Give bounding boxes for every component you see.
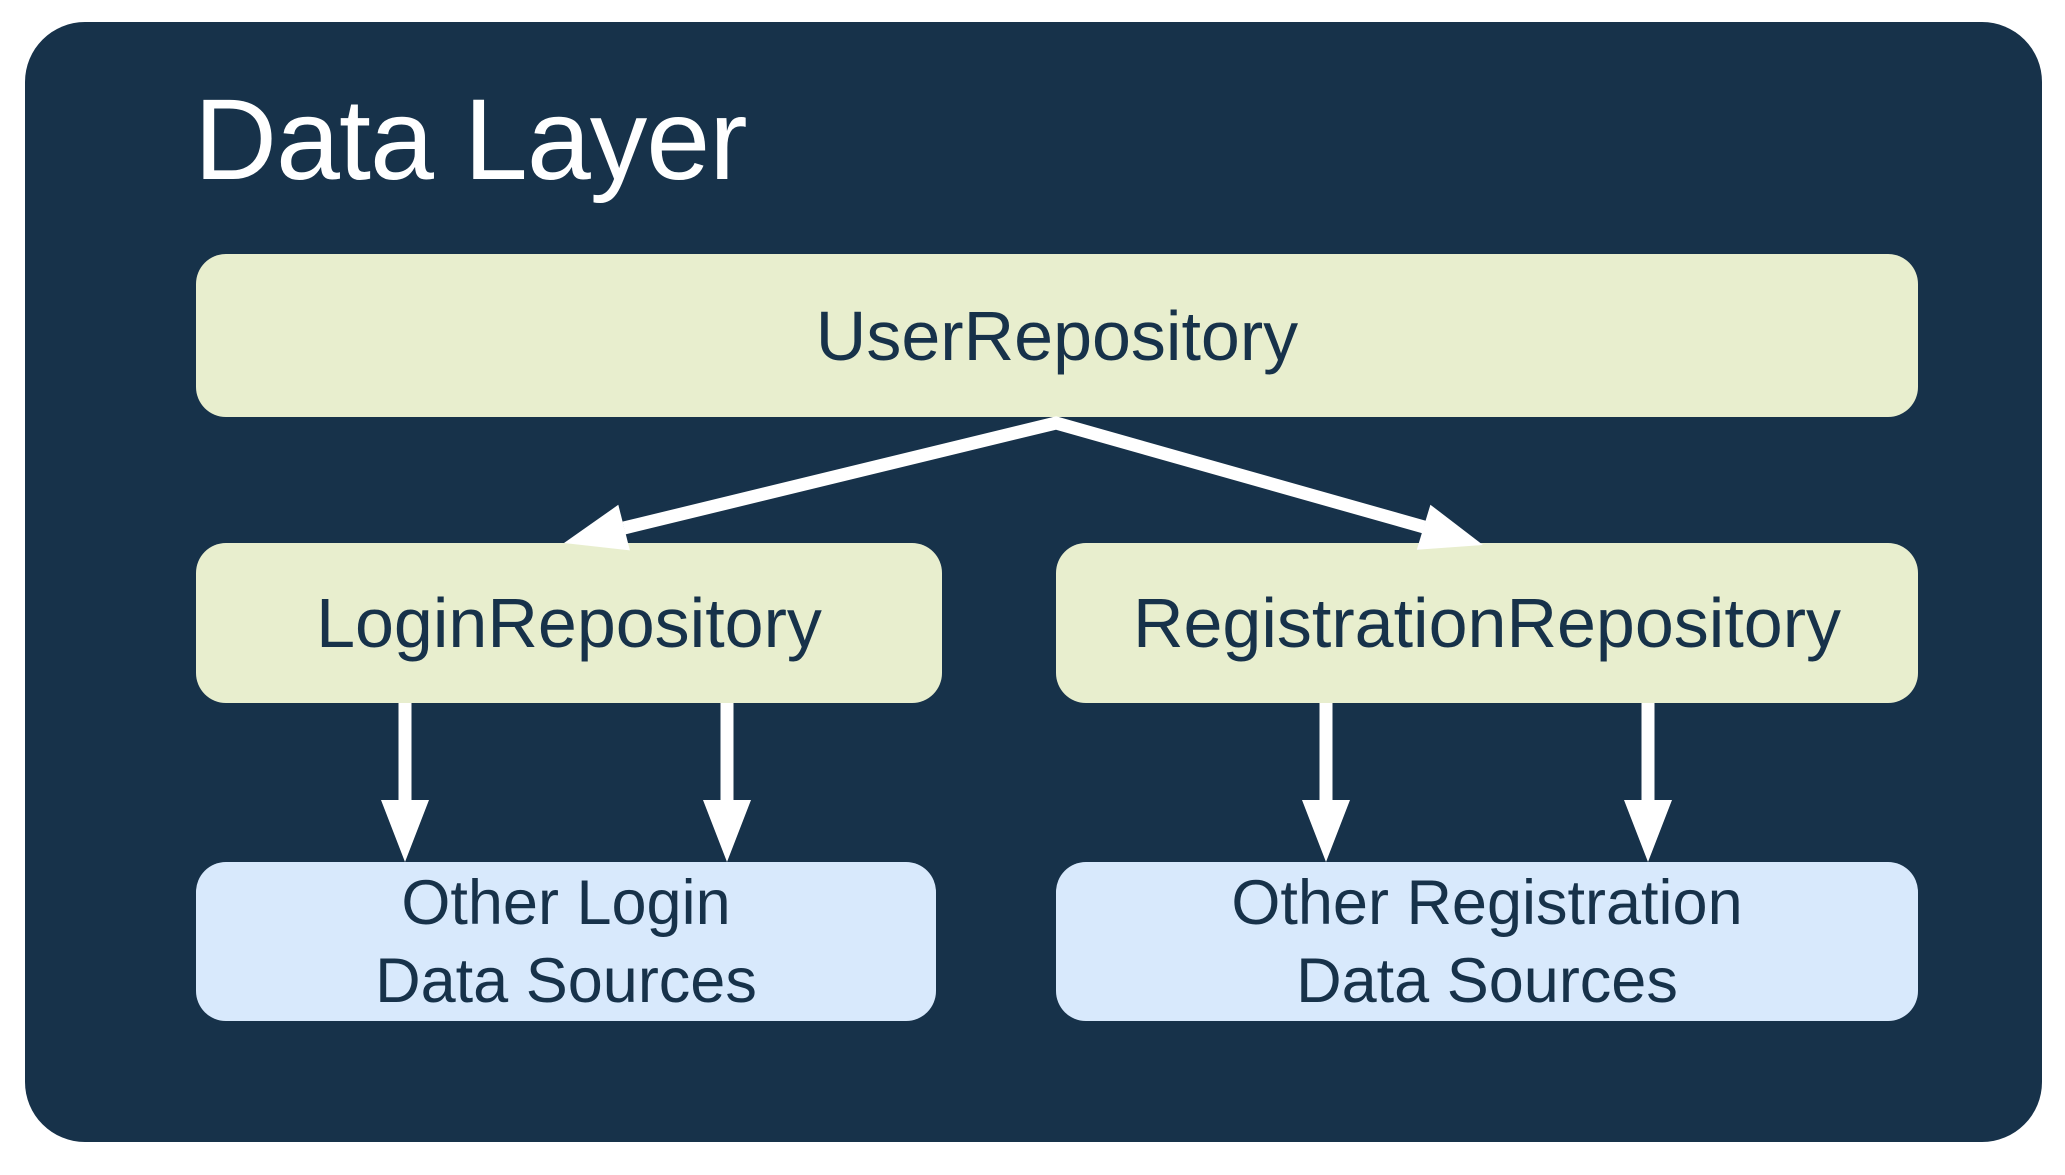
node-registration-repository-label: RegistrationRepository [1132,584,1842,662]
node-registration-repository: RegistrationRepository [1056,543,1918,703]
node-other-registration-data-sources: Other Registration Data Sources [1056,862,1918,1021]
node-other-registration-data-sources-line1: Other Registration [1231,867,1743,938]
node-login-repository-label: LoginRepository [316,584,822,662]
node-user-repository-label: UserRepository [815,296,1299,375]
node-login-repository: LoginRepository [196,543,942,703]
node-other-login-data-sources-line2: Data Sources [375,945,757,1016]
diagram-title: Data Layer [194,76,748,204]
node-other-registration-data-sources-line2: Data Sources [1296,945,1678,1016]
node-other-login-data-sources-line1: Other Login [401,867,731,938]
node-other-login-data-sources: Other Login Data Sources [196,862,936,1021]
node-user-repository: UserRepository [196,254,1918,417]
